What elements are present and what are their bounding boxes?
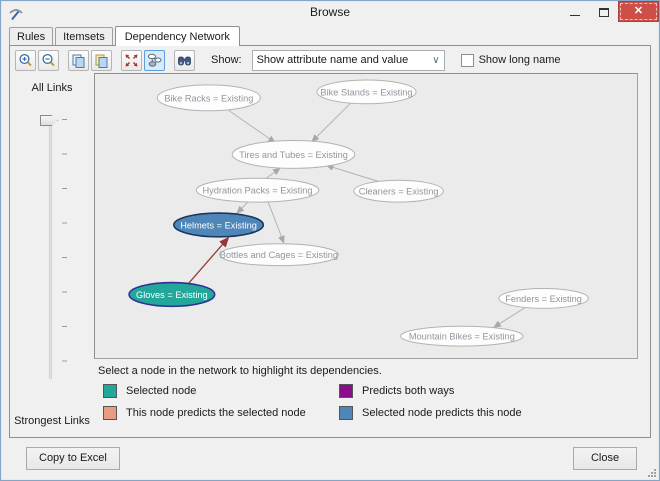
tab-strip: Rules Itemsets Dependency Network [1, 25, 659, 46]
svg-text:Tires and Tubes = Existing: Tires and Tubes = Existing [239, 150, 348, 160]
data-mining-pickaxe-icon [9, 9, 23, 21]
edge-hydration-packs-to-helmets [236, 201, 249, 214]
network-node-cleaners[interactable]: Cleaners = Existing [353, 179, 444, 203]
network-node-bike-stands[interactable]: Bike Stands = Existing [316, 79, 417, 105]
nodes-layer: Bike Racks = Existing Bike Stands = Exist… [128, 79, 589, 347]
network-node-helmets[interactable]: Helmets = Existing [173, 212, 265, 238]
svg-text:Fenders = Existing: Fenders = Existing [505, 294, 582, 304]
show-long-name-label: Show long name [478, 54, 561, 66]
selected-predicts-node-swatch [339, 406, 353, 420]
find-node-button[interactable] [174, 49, 195, 71]
maximize-button[interactable] [589, 1, 618, 22]
network-node-bottles-and-cages[interactable]: Bottles and Cages = Existing [219, 243, 339, 267]
svg-text:Bottles and Cages = Existing: Bottles and Cages = Existing [220, 250, 338, 260]
edge-fenders-to-mountain-bikes [493, 305, 528, 328]
selected-node-swatch [103, 384, 117, 398]
network-node-hydration-packs[interactable]: Hydration Packs = Existing [195, 177, 320, 203]
content-area: All Links Strongest Links [10, 73, 650, 437]
edge-cleaners-to-tires-and-tubes [325, 164, 382, 183]
footer: Copy to Excel Close [1, 436, 659, 480]
network-caption: Select a node in the network to highligh… [98, 365, 382, 377]
zoom-to-fit-icon [125, 54, 138, 66]
network-node-tires-and-tubes[interactable]: Tires and Tubes = Existing [231, 140, 356, 169]
zoom-out-icon [42, 53, 55, 66]
edge-bike-racks-to-tires-and-tubes [226, 108, 276, 144]
slider-ticks [62, 119, 67, 381]
window-title: Browse [309, 5, 350, 19]
copy-button[interactable] [68, 49, 89, 71]
close-icon: ✕ [633, 5, 644, 17]
close-window-button[interactable]: ✕ [618, 1, 659, 22]
edge-bike-stands-to-tires-and-tubes [311, 102, 352, 143]
tab-rules[interactable]: Rules [9, 27, 54, 45]
svg-text:Helmets = Existing: Helmets = Existing [180, 220, 257, 230]
links-filter-panel: All Links Strongest Links [10, 73, 94, 437]
legend-item-selected-node: Selected node [103, 384, 339, 398]
copy-graph-view-icon [95, 54, 108, 68]
zoom-to-fit-button[interactable] [121, 49, 142, 71]
toolbar: Show: Show attribute name and value ∨ Sh… [10, 46, 650, 73]
slider-thumb[interactable] [40, 115, 58, 126]
links-strength-slider[interactable] [10, 115, 94, 381]
legend-label: This node predicts the selected node [126, 407, 306, 419]
show-mode-dropdown[interactable]: Show attribute name and value ∨ [251, 49, 445, 71]
legend-label: Selected node [126, 385, 197, 397]
legend-item-predicts-selected: This node predicts the selected node [103, 406, 339, 420]
network-node-fenders[interactable]: Fenders = Existing [498, 287, 589, 309]
legend: Selected node Predicts both ways This no… [103, 380, 638, 424]
edge-gloves-to-helmets [187, 236, 230, 284]
network-node-bike-racks[interactable]: Bike Racks = Existing [156, 84, 261, 112]
zoom-in-icon [19, 53, 32, 66]
graph-layout-button[interactable] [144, 49, 165, 71]
minimize-button[interactable] [560, 1, 589, 22]
legend-label: Selected node predicts this node [362, 407, 522, 419]
edge-hydration-packs-to-bottles-and-cages [267, 201, 285, 244]
all-links-label: All Links [31, 82, 73, 94]
svg-text:Mountain Bikes = Existing: Mountain Bikes = Existing [409, 332, 515, 342]
slider-track[interactable] [49, 121, 52, 379]
tab-itemsets[interactable]: Itemsets [55, 27, 113, 45]
network-node-mountain-bikes[interactable]: Mountain Bikes = Existing [400, 325, 524, 347]
zoom-out-button[interactable] [38, 49, 59, 71]
minimize-icon [569, 15, 580, 16]
resize-grip[interactable] [648, 469, 656, 477]
show-mode-selected-value: Show attribute name and value [256, 54, 409, 66]
find-node-icon [178, 56, 191, 65]
copy-to-excel-button[interactable]: Copy to Excel [26, 446, 120, 470]
close-button[interactable]: Close [573, 446, 637, 470]
svg-text:Gloves = Existing: Gloves = Existing [136, 290, 208, 300]
dependency-network-canvas[interactable]: Bike Racks = Existing Bike Stands = Exist… [94, 73, 638, 359]
svg-text:Bike Stands = Existing: Bike Stands = Existing [320, 87, 412, 97]
dependency-network-graph[interactable]: Bike Racks = Existing Bike Stands = Exist… [95, 74, 637, 358]
tab-dependency-network[interactable]: Dependency Network [114, 26, 240, 46]
svg-text:Cleaners = Existing: Cleaners = Existing [359, 187, 439, 197]
copy-icon [72, 54, 85, 68]
show-long-name-checkbox[interactable] [460, 53, 474, 67]
graph-layout-icon [147, 53, 162, 67]
show-label: Show: [211, 54, 242, 66]
legend-item-selected-predicts: Selected node predicts this node [339, 406, 638, 420]
legend-label: Predicts both ways [362, 385, 455, 397]
legend-item-predicts-both-ways: Predicts both ways [339, 384, 638, 398]
strongest-links-label: Strongest Links [14, 415, 90, 427]
titlebar: Browse ✕ [1, 1, 659, 25]
dependency-network-page: Show: Show attribute name and value ∨ Sh… [9, 45, 651, 438]
edge-hydration-packs-to-tires-and-tubes [265, 167, 281, 179]
network-panel: Bike Racks = Existing Bike Stands = Exist… [94, 73, 638, 437]
edges-layer [187, 102, 528, 328]
maximize-icon [598, 8, 609, 17]
predicts-selected-node-swatch [103, 406, 117, 420]
show-long-name-option[interactable]: Show long name [460, 53, 561, 67]
predicts-both-ways-swatch [339, 384, 353, 398]
svg-text:Hydration Packs = Existing: Hydration Packs = Existing [202, 186, 312, 196]
copy-graph-view-button[interactable] [91, 49, 112, 71]
svg-text:Bike Racks = Existing: Bike Racks = Existing [164, 93, 253, 103]
network-node-gloves[interactable]: Gloves = Existing [128, 281, 216, 308]
zoom-in-button[interactable] [15, 49, 36, 71]
chevron-down-icon: ∨ [432, 54, 440, 66]
